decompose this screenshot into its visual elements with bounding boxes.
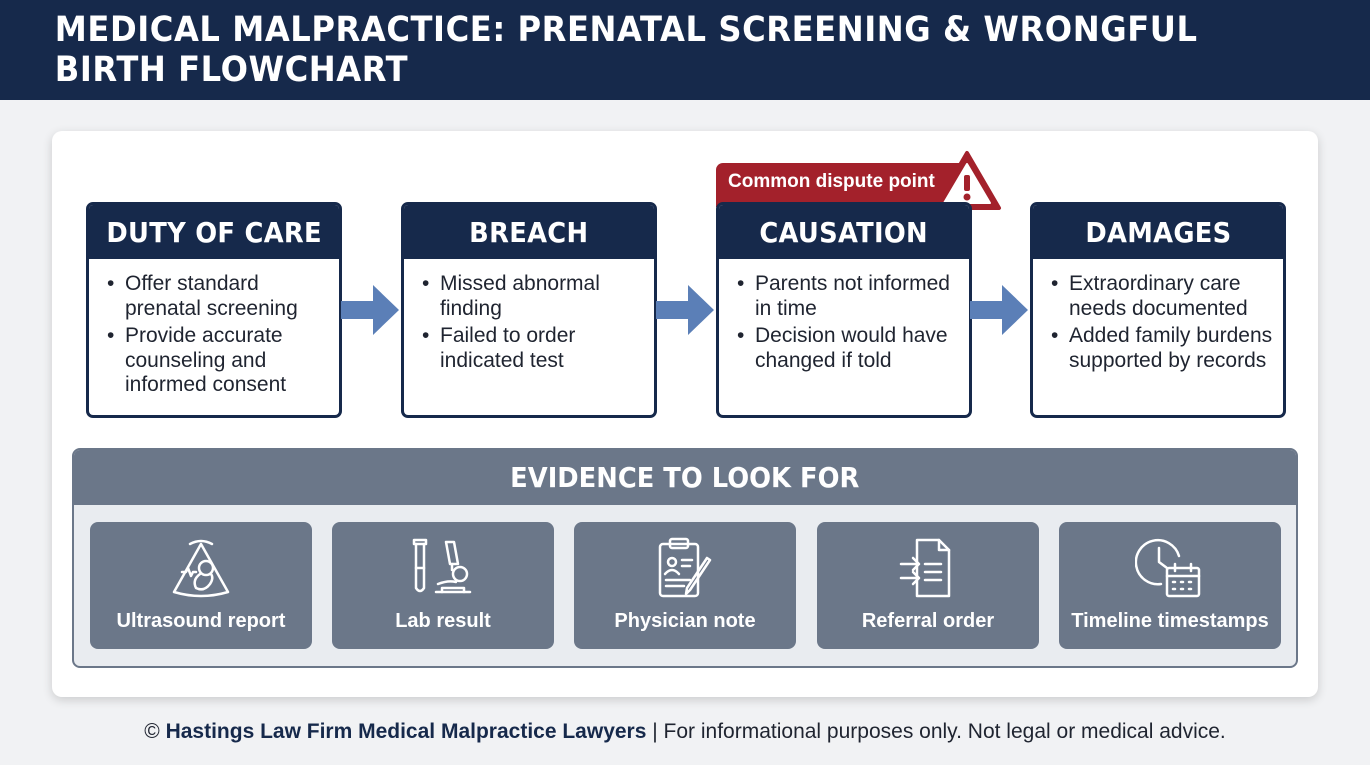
evidence-label: Lab result xyxy=(395,610,491,632)
ultrasound-icon xyxy=(172,539,230,598)
clock-calendar-icon xyxy=(1135,539,1201,598)
dispute-tab: Common dispute point xyxy=(716,163,976,207)
evidence-label: Timeline timestamps xyxy=(1071,610,1269,632)
referral-icon xyxy=(899,538,951,598)
bullet-item: Missed abnormal finding xyxy=(418,272,646,321)
step-breach: BREACH Missed abnormal finding Failed to… xyxy=(401,202,657,418)
bullet-item: Provide accurate counseling and informed… xyxy=(103,324,331,398)
bullet-item: Extraordinary care needs documented xyxy=(1047,272,1275,321)
bullet-item: Offer standard prenatal screening xyxy=(103,272,331,321)
evidence-label: Referral order xyxy=(861,610,995,632)
page-title: MEDICAL MALPRACTICE: PRENATAL SCREENING … xyxy=(54,10,1198,90)
evidence-tile-timeline: Timeline timestamps xyxy=(1059,522,1281,649)
evidence-tile-physician-note: Physician note xyxy=(574,522,796,649)
bullet-list: Missed abnormal finding Failed to order … xyxy=(404,259,654,373)
disclaimer: | For informational purposes only. Not l… xyxy=(652,720,1226,743)
firm-name: Hastings Law Firm Medical Malpractice La… xyxy=(165,720,647,743)
lab-icon xyxy=(412,538,472,594)
step-heading: BREACH xyxy=(404,205,654,259)
title-banner: MEDICAL MALPRACTICE: PRENATAL SCREENING … xyxy=(0,0,1370,100)
evidence-tile-referral: Referral order xyxy=(817,522,1039,649)
flow-arrow-icon xyxy=(656,285,714,335)
step-heading: DUTY OF CARE xyxy=(89,205,339,259)
bullet-item: Parents not informed in time xyxy=(733,272,961,321)
bullet-item: Added family burdens supported by record… xyxy=(1047,324,1275,373)
evidence-tile-ultrasound: Ultrasound report xyxy=(90,522,312,649)
flow-arrow-icon xyxy=(970,285,1028,335)
evidence-heading: EVIDENCE TO LOOK FOR xyxy=(74,450,1296,505)
step-heading: CAUSATION xyxy=(719,205,969,259)
evidence-label: Ultrasound report xyxy=(116,610,286,632)
bullet-item: Decision would have changed if told xyxy=(733,324,961,373)
footer: © Hastings Law Firm Medical Malpractice … xyxy=(0,720,1370,744)
evidence-tile-lab: Lab result xyxy=(332,522,554,649)
evidence-label: Physician note xyxy=(614,610,756,632)
step-duty-of-care: DUTY OF CARE Offer standard prenatal scr… xyxy=(86,202,342,418)
bullet-list: Offer standard prenatal screening Provid… xyxy=(89,259,339,398)
flow-arrow-icon xyxy=(341,285,399,335)
step-heading: DAMAGES xyxy=(1033,205,1283,259)
step-causation: CAUSATION Parents not informed in time D… xyxy=(716,202,972,418)
bullet-list: Extraordinary care needs documented Adde… xyxy=(1033,259,1283,373)
bullet-list: Parents not informed in time Decision wo… xyxy=(719,259,969,373)
step-damages: DAMAGES Extraordinary care needs documen… xyxy=(1030,202,1286,418)
bullet-item: Failed to order indicated test xyxy=(418,324,646,373)
clipboard-icon xyxy=(658,537,712,598)
dispute-label: Common dispute point xyxy=(728,171,935,192)
copyright-symbol: © xyxy=(144,720,160,743)
